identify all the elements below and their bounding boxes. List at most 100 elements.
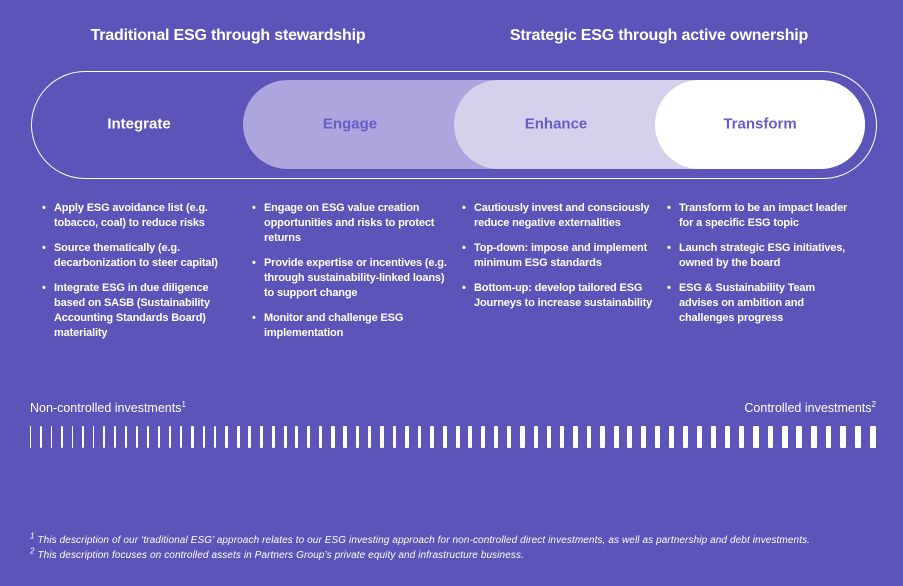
ruler-tick [641,426,647,448]
ruler-tick [560,426,565,448]
bullet-dot-icon: • [667,242,671,254]
ruler-tick [331,426,335,448]
ruler-tick [710,426,716,448]
list-item-text: Apply ESG avoidance list (e.g. tobacco, … [54,202,208,229]
list-item-text: Provide expertise or incentives (e.g. th… [264,257,447,299]
ruler-tick [114,426,116,448]
ruler-tick [82,426,84,448]
ruler-tick [71,426,74,448]
ruler-tick [825,426,832,448]
list-item: • Bottom-up: develop tailored ESG Journey… [462,281,657,311]
ruler-tick [405,426,409,448]
ruler-tick [30,426,32,448]
list-item: • Transform to be an impact leader for a … [667,201,852,231]
bullet-dot-icon: • [252,257,256,269]
list-item-text: ESG & Sustainability Team advises on amb… [679,282,816,324]
column-enhance: • Cautiously invest and consciously reduc… [462,201,657,351]
ruler-tick [753,426,759,448]
list-item-text: Engage on ESG value creation opportuniti… [264,202,435,244]
ruler-tick [260,426,263,448]
ruler-tick [840,426,847,448]
ruler-tick [61,426,63,448]
ruler-tick [442,426,447,448]
ruler-tick [157,426,160,448]
ruler-tick [180,426,183,448]
ruler-tick [724,426,731,448]
list-item: • Launch strategic ESG initiatives, owned… [667,241,852,271]
ruler-tick [202,426,206,448]
ruler-label-text: Controlled investments [744,401,872,415]
list-item-text: Transform to be an impact leader for a s… [679,202,848,229]
stage-bar-outline: Integrate Engage Enhance Transform [31,71,877,179]
header-strategic-esg: Strategic ESG through active ownership [509,27,809,44]
ruler-tick [481,426,486,448]
list-item: •Apply ESG avoidance list (e.g. tobacco,… [42,201,242,231]
ruler-tick [494,426,499,448]
ruler-tick [295,426,299,448]
list-item: • Provide expertise or incentives (e.g. t… [252,256,452,301]
column-integrate: • Apply ESG avoidance list (e.g. tobacco,… [42,201,242,351]
list-item-text: Launch strategic ESG initiatives, owned … [679,242,846,269]
list-item-text: Integrate ESG in due diligence based on … [54,282,210,339]
ruler-tick [40,426,42,448]
bullet-dot-icon: • [667,202,671,214]
list-item-text: Monitor and challenge ESG implementation [264,312,404,339]
ruler-tick [767,426,774,448]
ruler-tick [92,426,95,448]
list-item-text: Source thematically (e.g. decarbonizatio… [54,242,218,269]
ruler-label-controlled: Controlled investments2 [744,400,876,415]
ruler-tick [343,426,347,448]
list-item: • Cautiously invest and consciously reduc… [462,201,657,231]
ruler-tick [367,426,372,448]
bullet-dot-icon: • [252,202,256,214]
ruler-tick [225,426,228,448]
ruler-tick [573,426,578,448]
ruler-tick [739,426,745,448]
list-item-text: Top-down: impose and implement minimum E… [474,242,648,269]
footnote-1: 1 This description of our ‘traditional E… [30,531,810,548]
ruler-tick [213,426,217,448]
bullet-dot-icon: • [462,242,466,254]
list-item: •Source thematically (e.g. decarbonizati… [42,241,242,271]
column-engage: • Engage on ESG value creation opportunit… [252,201,452,351]
ruler-tick [380,426,384,448]
stage-label-engage: Engage [322,115,378,133]
list-item-text: Bottom-up: develop tailored ESG Journeys… [474,282,653,309]
list-item: • Engage on ESG value creation opportunit… [252,201,452,246]
ruler-tick [50,426,53,448]
list-item: • ESG & Sustainability Team advises on am… [667,281,852,326]
ruler-tick [796,426,803,448]
ruler-tick [854,426,861,448]
ruler-tick [613,426,619,448]
bullet-dot-icon: • [462,282,466,294]
ruler-tick [430,426,435,448]
footnote-marker: 1 [30,531,35,541]
ruler-tick [810,426,817,448]
ruler-tick [586,426,592,448]
ruler-tick [668,426,674,448]
ruler-tick [507,426,512,448]
ruler-tick [781,426,788,448]
footnote-ref: 1 [181,399,186,409]
bullet-dot-icon: • [462,202,466,214]
ruler [30,426,876,448]
bullet-dot-icon: • [42,282,46,294]
ruler-tick [600,426,605,448]
ruler-tick [546,426,552,448]
ruler-tick [103,426,106,448]
ruler-tick [869,426,876,448]
ruler-tick [319,426,323,448]
list-item: • Integrate ESG in due diligence based on… [42,281,242,341]
ruler-tick [191,426,194,448]
bullet-dot-icon: • [667,282,671,294]
ruler-tick [520,426,525,448]
bullet-dot-icon: • [252,312,256,324]
footnote-marker: 2 [30,546,35,556]
list-item-text: Cautiously invest and consciously reduce… [474,202,650,229]
ruler-tick [696,426,702,448]
ruler-tick [248,426,252,448]
ruler-label-non-controlled: Non-controlled investments1 [30,399,186,415]
ruler-tick [468,426,473,448]
list-item: • Monitor and challenge ESG implementatio… [252,311,452,341]
